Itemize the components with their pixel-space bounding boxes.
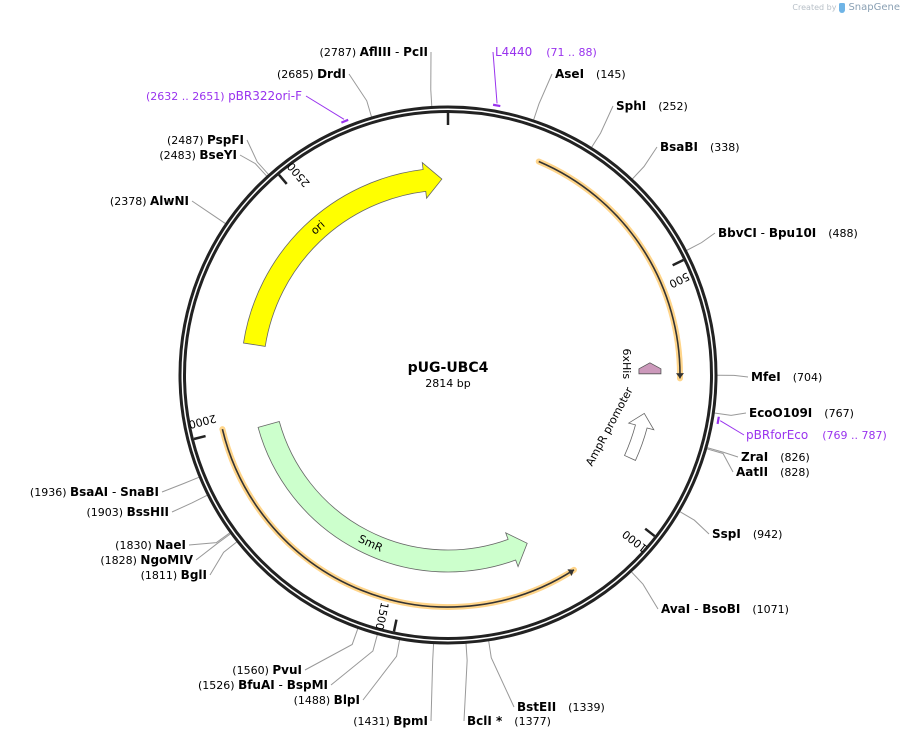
site-leader-line bbox=[362, 639, 401, 701]
snapgene-logo-icon bbox=[839, 2, 846, 13]
site-label-bsaai-snabi[interactable]: (1936) BsaAI - SnaBI bbox=[30, 485, 159, 499]
feature-ampr-promoter[interactable] bbox=[624, 412, 655, 461]
site-labels: (2787) AflIII - PcII (2685) DrdI AseI(145)… bbox=[30, 45, 887, 728]
credit-brand: SnapGene bbox=[848, 2, 900, 13]
leader-lines bbox=[161, 51, 749, 722]
feature-smr[interactable] bbox=[257, 421, 528, 573]
site-leader-line bbox=[191, 200, 226, 225]
orf-line[interactable] bbox=[221, 428, 575, 608]
site-label-avai-bsobi[interactable]: AvaI - BsoBI(1071) bbox=[661, 602, 789, 616]
site-leader-line bbox=[430, 643, 435, 722]
site-leader-line bbox=[239, 154, 268, 177]
site-label-ecoo109i[interactable]: EcoO109I(767) bbox=[749, 406, 854, 420]
site-leader-line bbox=[591, 105, 614, 148]
site-leader-line bbox=[195, 533, 232, 561]
plasmid-title: pUG-UBC4 2814 bp bbox=[348, 360, 548, 390]
site-leader-line bbox=[348, 73, 373, 118]
site-label-pvui[interactable]: (1560) PvuI bbox=[232, 663, 302, 677]
site-label-pspfi[interactable]: (2487) PspFI bbox=[167, 133, 244, 147]
snapgene-credit: Created by SnapGene bbox=[792, 2, 900, 13]
plasmid-length: 2814 bp bbox=[425, 377, 471, 390]
site-leader-line bbox=[714, 412, 747, 416]
site-leader-line bbox=[706, 448, 734, 473]
plasmid-backbone[interactable] bbox=[178, 105, 718, 645]
site-leader-line bbox=[631, 571, 659, 610]
site-label-mfei[interactable]: MfeI(704) bbox=[751, 370, 822, 384]
site-label-zrai[interactable]: ZraI(826) bbox=[741, 450, 810, 464]
site-leader-line bbox=[686, 232, 716, 251]
site-leader-line bbox=[631, 146, 658, 180]
his-tag-marker-icon[interactable] bbox=[638, 362, 662, 375]
site-label-ngomiv[interactable]: (1828) NgoMIV bbox=[100, 553, 193, 567]
site-label-afliii-pcii[interactable]: (2787) AflIII - PcII bbox=[320, 45, 428, 59]
orf-layer bbox=[219, 158, 684, 610]
site-label-aatii[interactable]: AatII(828) bbox=[736, 465, 810, 479]
tick-label: 500 bbox=[667, 270, 692, 291]
plasmid-name: pUG-UBC4 bbox=[407, 360, 489, 376]
primer-label-pbrforeco[interactable]: pBRforEco(769 .. 787) bbox=[746, 428, 887, 442]
primer-l4440-marker[interactable] bbox=[492, 103, 501, 108]
site-leader-line bbox=[679, 511, 710, 535]
site-label-alwni[interactable]: (2378) AlwNI bbox=[110, 194, 189, 208]
orf-arrowhead-icon bbox=[567, 569, 574, 577]
site-leader-line bbox=[171, 494, 208, 513]
site-leader-line bbox=[533, 73, 553, 121]
primer-label-l4440[interactable]: L4440(71 .. 88) bbox=[495, 45, 597, 59]
credit-prefix: Created by bbox=[792, 3, 837, 12]
site-label-bgli[interactable]: (1811) BglI bbox=[141, 568, 207, 582]
orf-line[interactable] bbox=[538, 160, 681, 379]
tick-mark bbox=[278, 173, 288, 185]
primer-label-pbr322ori-f[interactable]: (2632 .. 2651) pBR322ori-F bbox=[146, 89, 302, 103]
tick-label: 1500 bbox=[373, 601, 391, 631]
site-label-bbvci-bpu10i[interactable]: BbvCI - Bpu10I(488) bbox=[718, 226, 858, 240]
backbone-inner-ring bbox=[183, 110, 713, 640]
site-label-blpi[interactable]: (1488) BlpI bbox=[294, 693, 360, 707]
site-label-bfuai-bspmi[interactable]: (1526) BfuAI - BspMI bbox=[198, 678, 328, 692]
site-leader-line bbox=[716, 374, 749, 378]
site-label-asei[interactable]: AseI(145) bbox=[555, 67, 626, 81]
site-leader-line bbox=[304, 628, 359, 671]
tick-label: 2000 bbox=[187, 412, 217, 431]
feature-label-6xhis: 6xHis bbox=[620, 349, 633, 380]
tick-label: 1000 bbox=[620, 527, 650, 554]
primer-pbrforeco-marker[interactable] bbox=[716, 416, 720, 425]
site-label-bsshii[interactable]: (1903) BssHII bbox=[87, 505, 169, 519]
site-label-sspi[interactable]: SspI(942) bbox=[712, 527, 782, 541]
site-label-sphi[interactable]: SphI(252) bbox=[616, 99, 688, 113]
site-label-bseyi[interactable]: (2483) BseYI bbox=[159, 148, 237, 162]
site-leader-line bbox=[430, 51, 433, 107]
primer-pbr322ori-f-marker[interactable] bbox=[340, 118, 349, 124]
primer-leader-line bbox=[719, 420, 745, 436]
site-leader-line bbox=[246, 139, 269, 175]
tick-mark bbox=[392, 619, 398, 632]
site-label-naei[interactable]: (1830) NaeI bbox=[115, 538, 186, 552]
site-leader-line bbox=[161, 476, 200, 493]
site-leader-line bbox=[706, 447, 739, 458]
site-label-bsabi[interactable]: BsaBI(338) bbox=[660, 140, 740, 154]
backbone-outer-ring bbox=[178, 105, 718, 645]
site-leader-line bbox=[463, 643, 468, 722]
tick-mark bbox=[193, 434, 206, 441]
tick-mark bbox=[672, 258, 684, 267]
site-label-bpmi[interactable]: (1431) BpmI bbox=[353, 714, 428, 728]
site-leader-line bbox=[330, 634, 378, 686]
primer-leader-line bbox=[305, 95, 345, 120]
site-label-bsteii[interactable]: BstEII(1339) bbox=[517, 700, 605, 714]
site-leader-line bbox=[188, 532, 231, 546]
primer-leader-line bbox=[492, 51, 498, 104]
site-leader-line bbox=[209, 541, 238, 576]
site-label-bcli[interactable]: BclI *(1377) bbox=[467, 714, 551, 728]
site-leader-line bbox=[488, 640, 515, 708]
feature-ori[interactable] bbox=[243, 161, 443, 347]
tick-mark bbox=[644, 527, 656, 538]
orf-highlight bbox=[535, 158, 683, 382]
site-label-drdi[interactable]: (2685) DrdI bbox=[277, 67, 346, 81]
orf-arrowhead-icon bbox=[675, 373, 684, 379]
